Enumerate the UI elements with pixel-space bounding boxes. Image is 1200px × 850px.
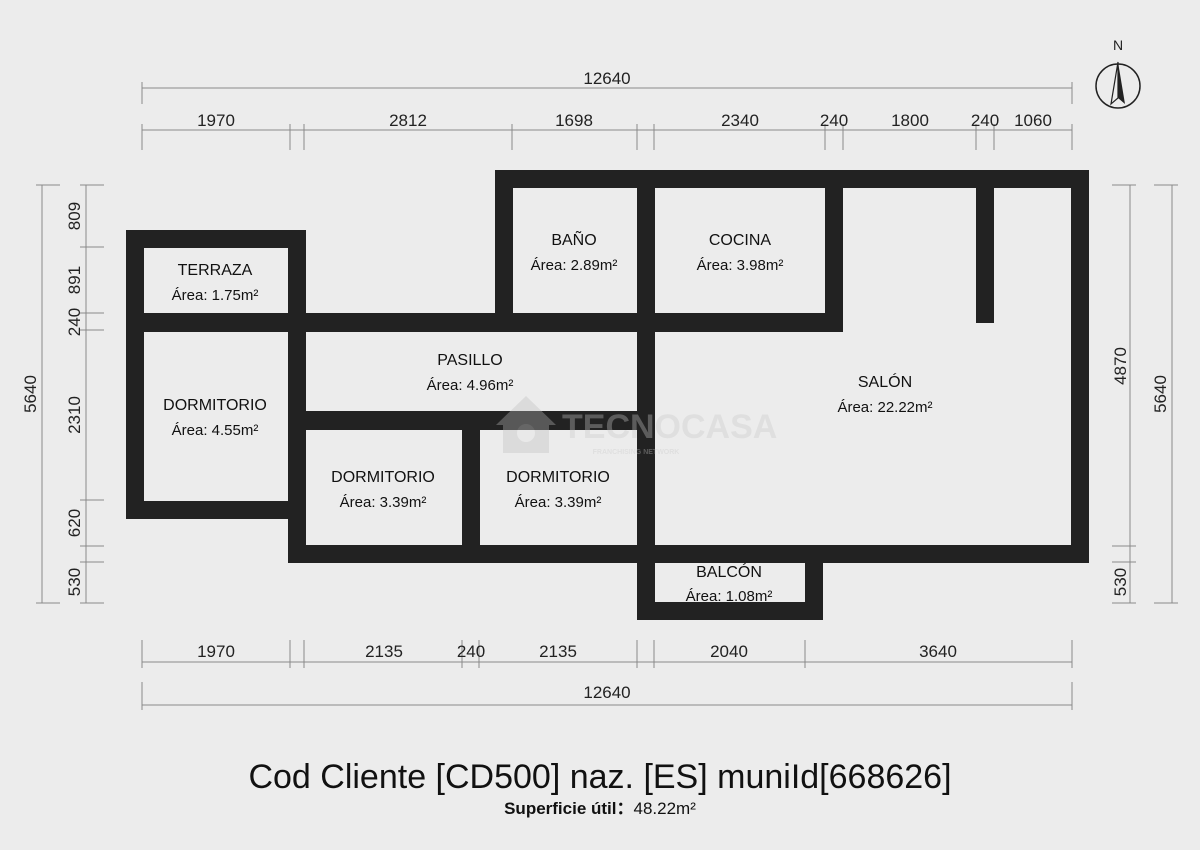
client-code-title: Cod Cliente [CD500] naz. [ES] muniId[668… bbox=[248, 758, 952, 796]
dim-left-seg: 809 bbox=[65, 202, 84, 230]
room-cocina: COCINA Área: 3.98m² bbox=[697, 232, 784, 274]
room-name: BALCÓN bbox=[696, 562, 762, 581]
room-area: Área: 3.98m² bbox=[697, 257, 784, 274]
dim-bottom-seg: 1970 bbox=[197, 642, 235, 661]
dim-left-seg: 891 bbox=[65, 266, 84, 294]
dim-bottom-seg: 3640 bbox=[919, 642, 957, 661]
surface-summary: Superficie útil：48.22m² bbox=[0, 798, 1200, 820]
walls bbox=[126, 170, 1089, 620]
dim-left-seg: 620 bbox=[65, 509, 84, 537]
dim-top-seg: 1970 bbox=[197, 111, 235, 130]
room-area: Área: 2.89m² bbox=[531, 257, 618, 274]
watermark: TECNOCASA FRANCHISING NETWORK bbox=[496, 396, 777, 456]
dim-right-total: 5640 bbox=[1151, 375, 1170, 413]
room-pasillo: PASILLO Área: 4.96m² bbox=[427, 352, 514, 394]
room-name: DORMITORIO bbox=[331, 469, 435, 486]
room-area: Área: 1.75m² bbox=[172, 287, 259, 304]
dim-left-seg: 240 bbox=[65, 308, 84, 336]
room-name: PASILLO bbox=[437, 352, 503, 369]
dim-top-seg: 2812 bbox=[389, 111, 427, 130]
room-area: Área: 22.22m² bbox=[837, 399, 932, 416]
room-bano: BAÑO Área: 2.89m² bbox=[531, 229, 618, 274]
watermark-brand: TECNOCASA bbox=[562, 408, 777, 446]
room-name: SALÓN bbox=[858, 372, 912, 391]
dim-bottom-seg: 240 bbox=[457, 642, 485, 661]
dim-left-total: 5640 bbox=[21, 375, 40, 413]
north-label: N bbox=[1113, 37, 1123, 53]
room-name: COCINA bbox=[709, 232, 772, 249]
room-dormitorio-3: DORMITORIO Área: 3.39m² bbox=[506, 469, 610, 511]
room-area: Área: 4.55m² bbox=[172, 422, 259, 439]
dim-top-seg: 240 bbox=[820, 111, 848, 130]
dim-bottom-seg: 2135 bbox=[539, 642, 577, 661]
watermark-tagline: FRANCHISING NETWORK bbox=[593, 449, 680, 456]
surface-value: 48.22m² bbox=[633, 799, 696, 818]
dim-bottom-seg: 2040 bbox=[710, 642, 748, 661]
dim-bottom-seg: 2135 bbox=[365, 642, 403, 661]
dim-top-total: 12640 bbox=[583, 69, 630, 88]
room-name: DORMITORIO bbox=[163, 397, 267, 414]
room-salon: SALÓN Área: 22.22m² bbox=[837, 372, 932, 416]
north-compass-icon: N bbox=[1095, 37, 1141, 109]
room-area: Área: 4.96m² bbox=[427, 377, 514, 394]
dimension-labels: 12640 1970 2812 1698 2340 240 1800 240 1… bbox=[21, 69, 1170, 702]
dim-left-seg: 2310 bbox=[65, 396, 84, 434]
dim-top-seg: 1060 bbox=[1014, 111, 1052, 130]
dim-left-seg: 530 bbox=[65, 568, 84, 596]
dim-right-seg: 4870 bbox=[1111, 347, 1130, 385]
room-terraza: TERRAZA Área: 1.75m² bbox=[172, 262, 259, 304]
room-dormitorio-2: DORMITORIO Área: 3.39m² bbox=[331, 469, 435, 511]
room-name: TERRAZA bbox=[178, 262, 253, 279]
dim-top-seg: 1800 bbox=[891, 111, 929, 130]
room-name: BAÑO bbox=[551, 229, 596, 249]
tecnocasa-logo-icon bbox=[496, 396, 556, 453]
room-area: Área: 1.08m² bbox=[686, 588, 773, 605]
room-balcon: BALCÓN Área: 1.08m² bbox=[686, 562, 773, 605]
dim-top-seg: 2340 bbox=[721, 111, 759, 130]
room-dormitorio-1: DORMITORIO Área: 4.55m² bbox=[163, 397, 267, 439]
dim-bottom-total: 12640 bbox=[583, 683, 630, 702]
dim-right-seg: 530 bbox=[1111, 568, 1130, 596]
room-area: Área: 3.39m² bbox=[340, 494, 427, 511]
room-name: DORMITORIO bbox=[506, 469, 610, 486]
dim-top-seg: 240 bbox=[971, 111, 999, 130]
dim-top-seg: 1698 bbox=[555, 111, 593, 130]
dimension-lines bbox=[36, 82, 1178, 710]
room-area: Área: 3.39m² bbox=[515, 494, 602, 511]
surface-label: Superficie útil： bbox=[504, 799, 634, 818]
